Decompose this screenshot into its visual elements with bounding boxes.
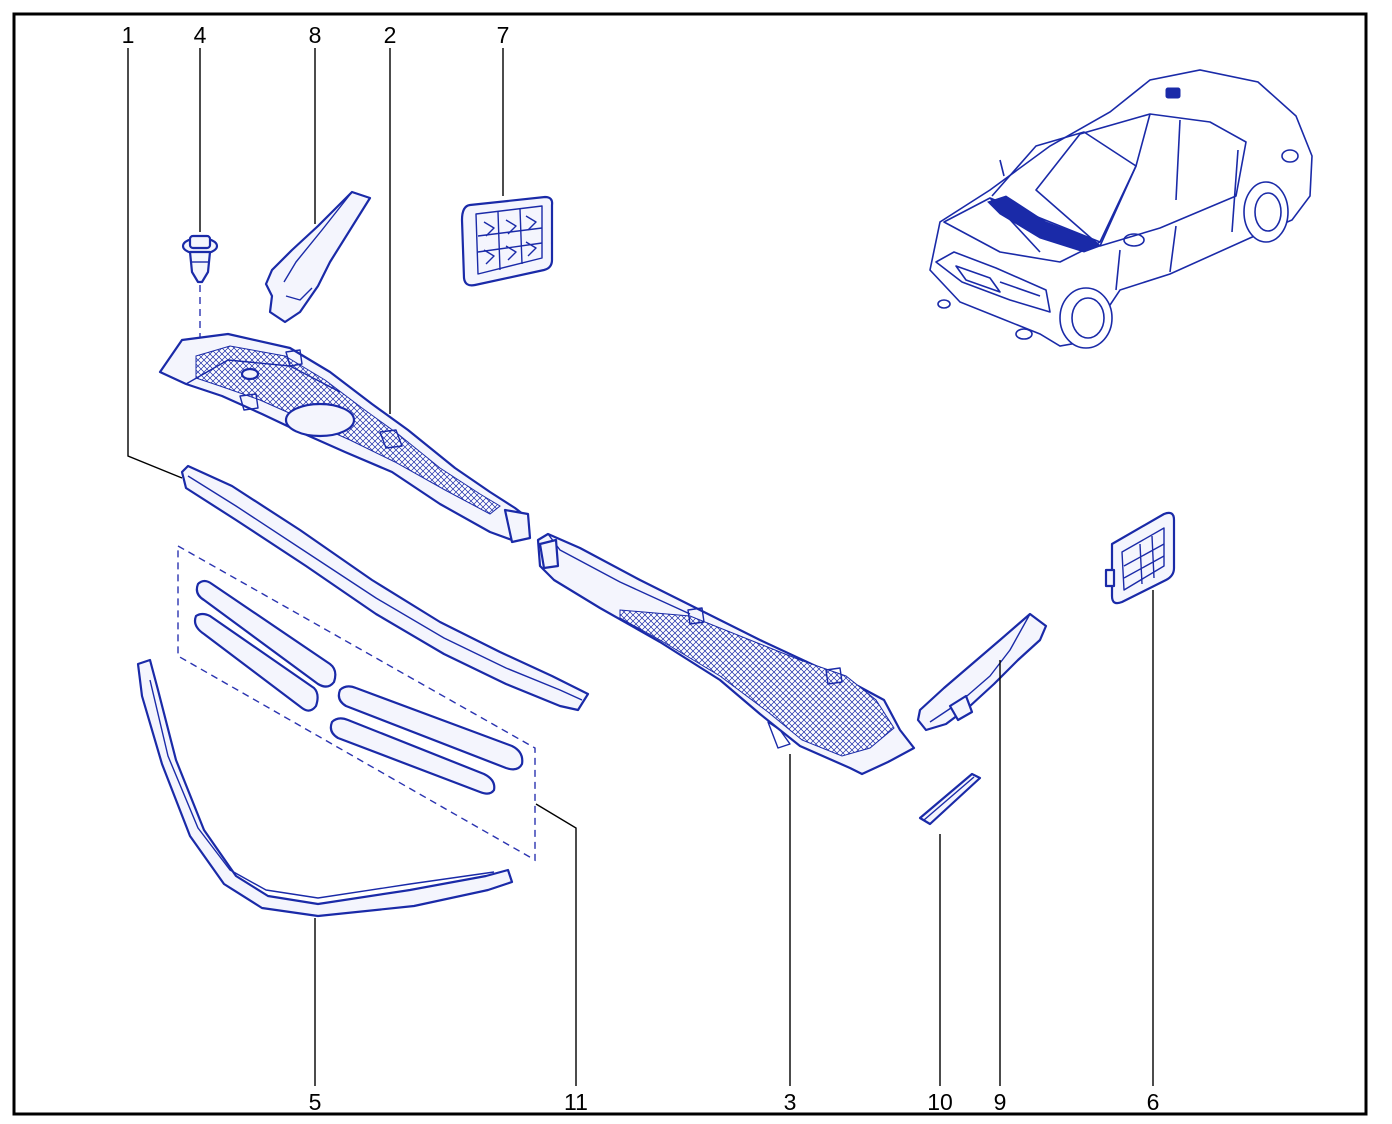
callout-11[interactable]: 11 (564, 1089, 588, 1115)
diagram-frame (12, 12, 1368, 1116)
part-7-vent-grille[interactable] (460, 195, 554, 287)
callout-2[interactable]: 2 (384, 22, 397, 48)
callout-1[interactable]: 1 (122, 22, 135, 48)
callout-8[interactable]: 8 (309, 22, 322, 48)
part-2-cowl-panel-left[interactable] (158, 332, 532, 544)
part-9-end-piece[interactable] (916, 612, 1048, 732)
part-5-lower-strip[interactable] (136, 658, 514, 918)
callout-10[interactable]: 10 (927, 1089, 953, 1115)
part-10-seal[interactable] (918, 772, 982, 826)
callout-7[interactable]: 7 (497, 22, 510, 48)
callout-9[interactable]: 9 (994, 1089, 1007, 1115)
leader-lines (127, 48, 1154, 1086)
part-11-dash-box (177, 544, 536, 862)
part-8-end-piece[interactable] (264, 190, 372, 324)
part-1-upper-strip[interactable] (180, 464, 590, 712)
part-3-cowl-panel-right[interactable] (536, 532, 916, 776)
callouts: 1 4 8 2 7 5 11 3 10 9 6 (122, 22, 1160, 1115)
leader-1 (127, 48, 183, 479)
leader-11 (535, 803, 577, 1086)
part-4-clip[interactable] (181, 234, 219, 284)
part-11-grille-bars[interactable] (193, 579, 524, 795)
part-6-vent-grille[interactable] (1104, 511, 1176, 605)
callout-4[interactable]: 4 (194, 22, 207, 48)
callout-6[interactable]: 6 (1147, 1089, 1160, 1115)
callout-3[interactable]: 3 (784, 1089, 797, 1115)
callout-5[interactable]: 5 (309, 1089, 322, 1115)
car-illustration (929, 69, 1313, 349)
